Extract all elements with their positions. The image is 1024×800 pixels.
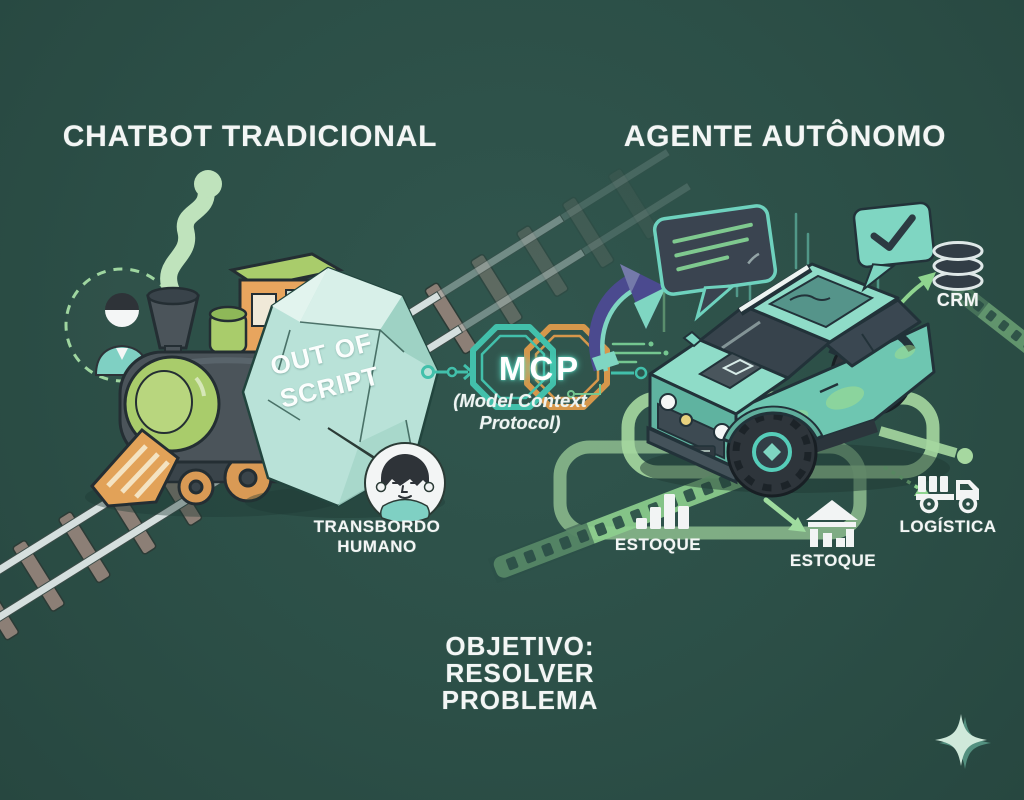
goal-label: OBJETIVO: RESOLVER PROBLEMA [415,633,625,714]
goal-line2: RESOLVER [445,658,595,688]
mcp-acronym-label: MCP [498,350,582,387]
goal-line1: OBJETIVO: [445,631,595,661]
crm-label: CRM [936,290,980,310]
logistics-label: LOGÍSTICA [899,517,997,536]
warehouse-icon [806,500,858,547]
road-network-icon [487,276,1024,584]
stock-warehouse-label: ESTOQUE [789,551,877,570]
human-agent-bubble-icon [327,427,446,524]
mcp-full-name-label: (Model Context Protocol) [453,390,587,433]
check-bubble-icon [852,201,936,293]
truck-icon [916,476,979,514]
sparkle-icon [935,714,991,769]
curved-arrow-icon [588,264,666,372]
right-section-title: AGENTE AUTÔNOMO [623,120,947,153]
stock-chart-label: ESTOQUE [614,535,702,554]
chat-bubble-icon [652,204,778,322]
database-icon [932,241,984,291]
goal-line3: PROBLEMA [441,685,599,715]
arrow-to-warehouse-icon [763,497,806,532]
left-section-title: CHATBOT TRADICIONAL [62,120,438,153]
bar-chart-icon [636,494,689,529]
human-handoff-label: TRANSBORDO HUMANO [313,517,441,556]
offroad-vehicle-icon [640,212,950,498]
